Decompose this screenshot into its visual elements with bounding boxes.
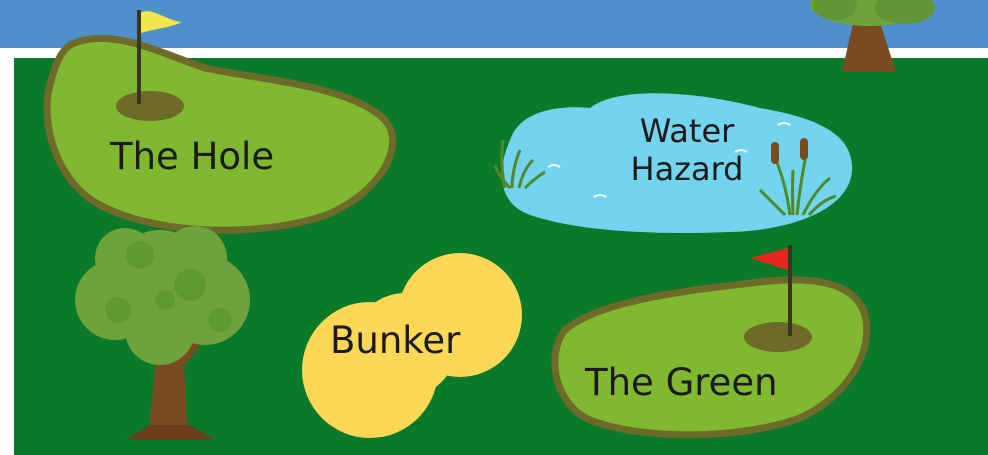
reeds-icon xyxy=(493,139,546,190)
bunker-sand xyxy=(302,253,522,438)
tree-icon xyxy=(75,226,250,440)
the-hole-label: The Hole xyxy=(110,135,275,178)
the-hole-green xyxy=(43,10,396,234)
tree-icon xyxy=(810,0,935,72)
the-green-green xyxy=(551,245,871,439)
water-hazard-label: Water Hazard xyxy=(612,112,762,189)
water-hazard xyxy=(493,93,853,234)
the-green-label: The Green xyxy=(585,361,778,404)
water-hazard-label-line2: Hazard xyxy=(630,150,744,189)
flag-icon xyxy=(750,245,792,336)
reeds-icon xyxy=(758,138,837,217)
water-hazard-label-line1: Water xyxy=(639,112,735,150)
flag-icon xyxy=(137,10,182,104)
bunker-label: Bunker xyxy=(330,319,461,362)
